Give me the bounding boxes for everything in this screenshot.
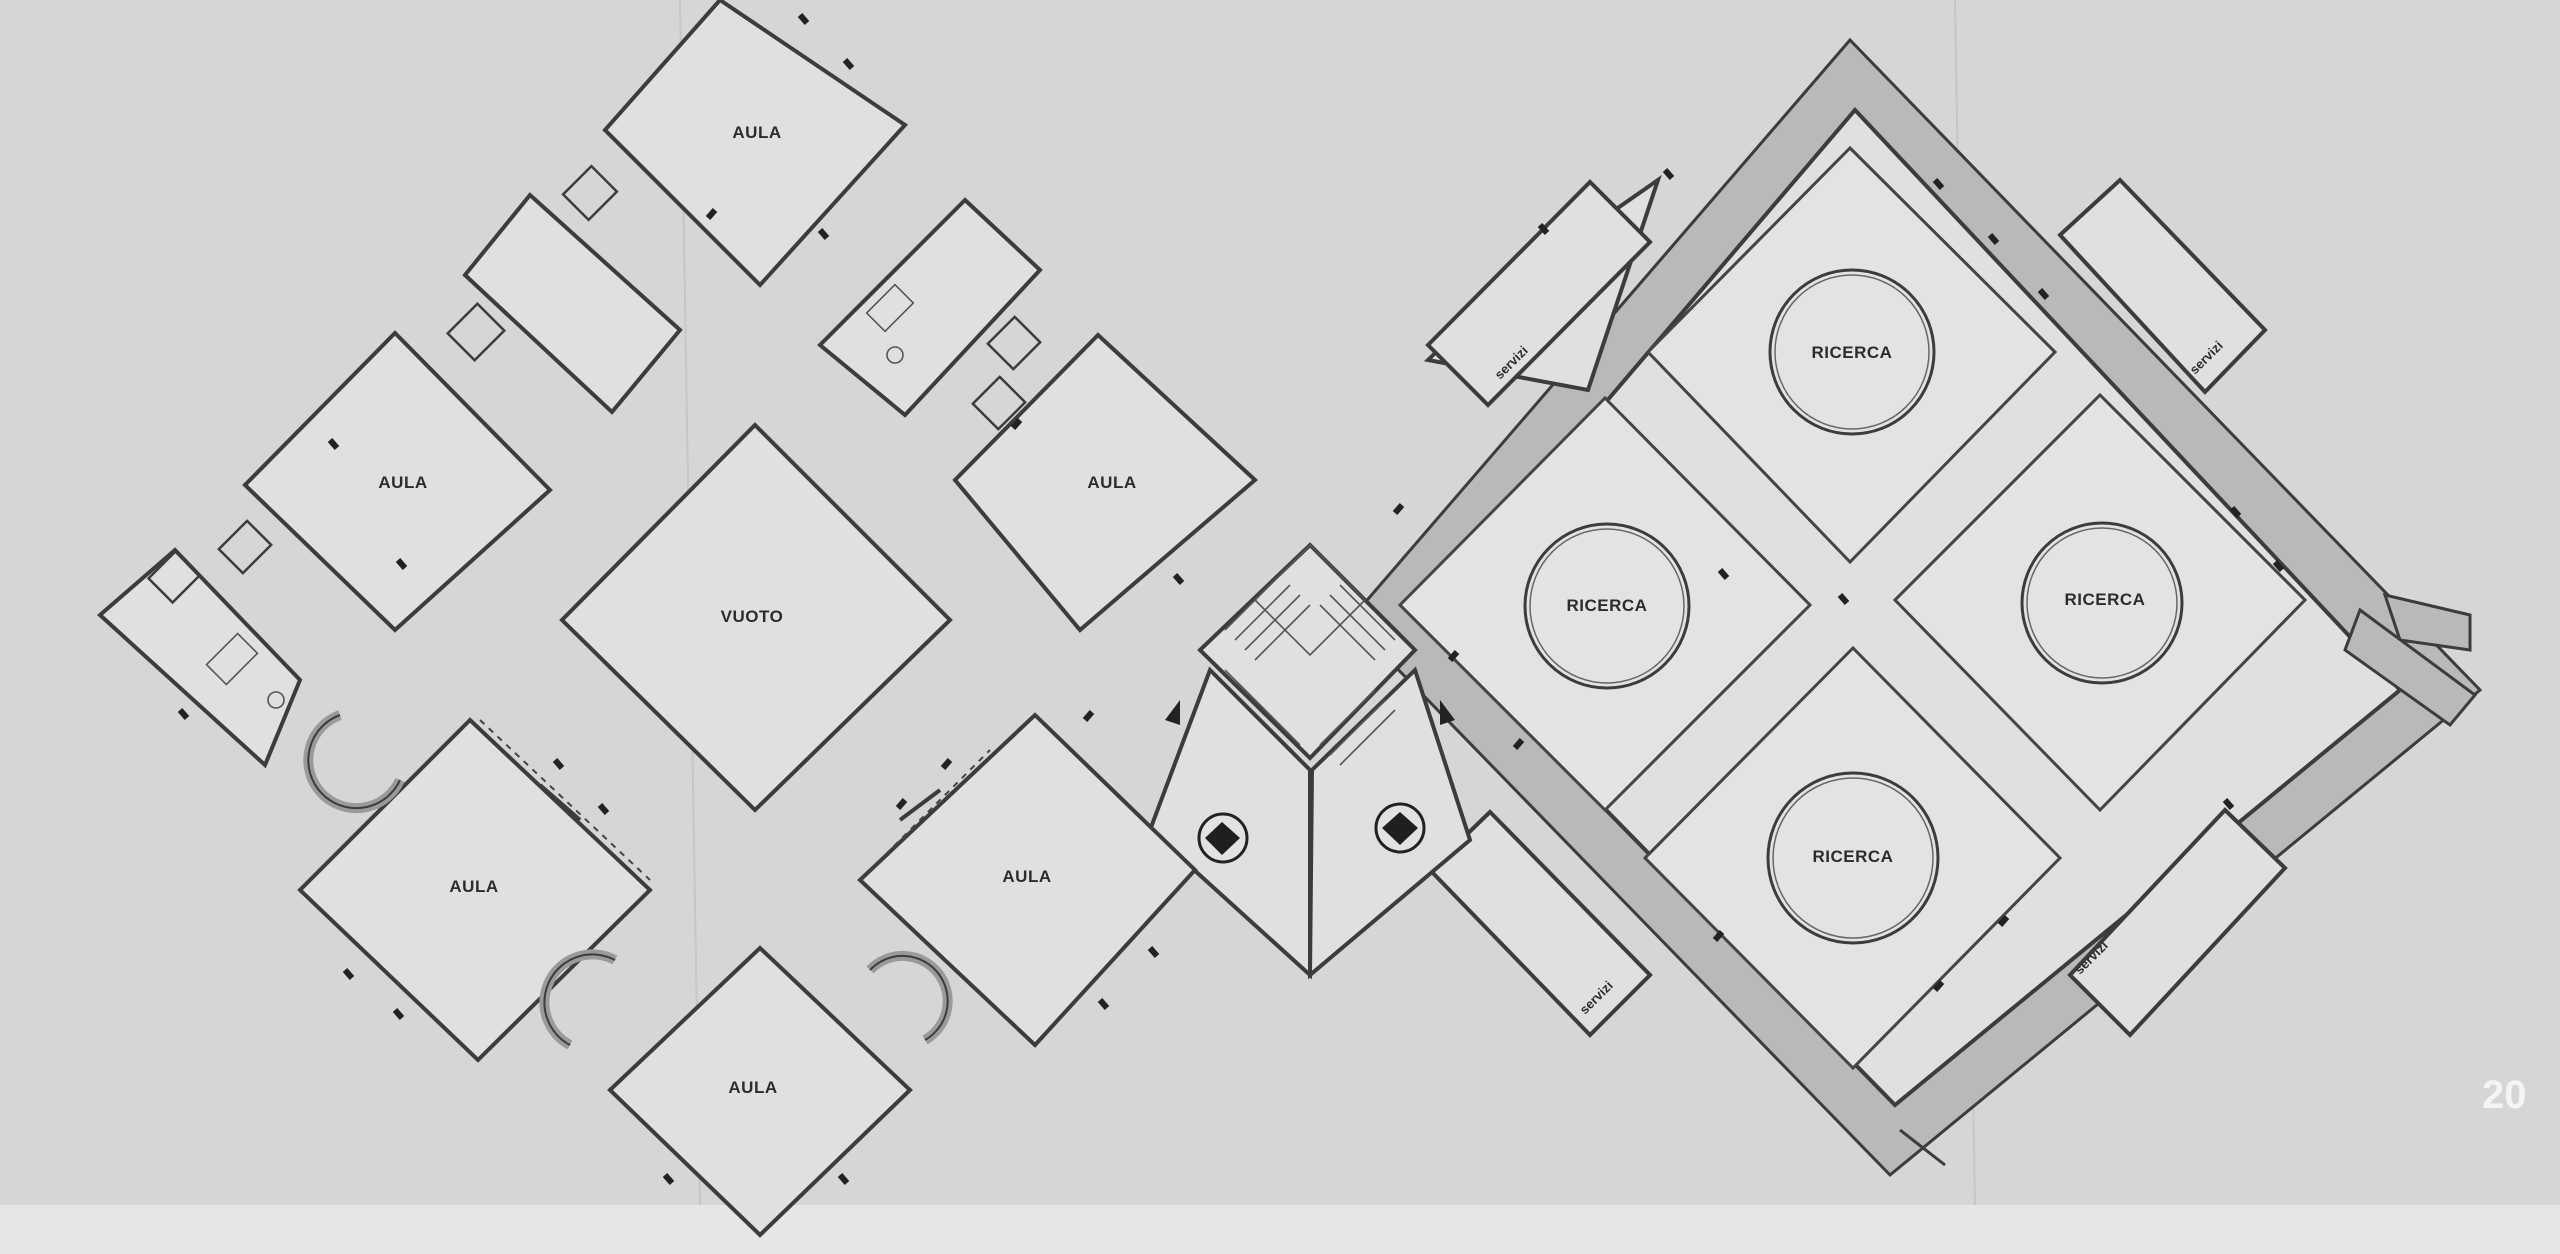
room-label-aula: AULA — [732, 123, 781, 142]
void: VUOTO — [559, 422, 953, 813]
research-room-left: RICERCA — [1397, 395, 1813, 813]
classroom-lower-left: AULA — [297, 717, 653, 1063]
research-room-bottom: RICERCA — [1642, 645, 2063, 1071]
services-top-right: servizi — [2057, 177, 2268, 395]
research-room-top: RICERCA — [1645, 145, 2058, 565]
classroom-lower-right: AULA — [857, 712, 1198, 1048]
research-room-right: RICERCA — [1892, 392, 2308, 813]
classroom-upper-right: AULA — [952, 332, 1259, 633]
room-label-aula: AULA — [378, 473, 427, 492]
toilets-upper-left — [445, 164, 683, 415]
room-label-ricerca: RICERCA — [2065, 590, 2146, 609]
room-label-aula: AULA — [1002, 867, 1051, 886]
services-top-left: servizi — [1423, 174, 1662, 408]
toilets-lower-left — [96, 519, 303, 769]
room-label-ricerca: RICERCA — [1567, 596, 1648, 615]
room-label-ricerca: RICERCA — [1813, 847, 1894, 866]
classroom-upper-left: AULA — [242, 330, 553, 633]
research-block: RICERCA RICERCA RICERCA RICERCA servizi — [1347, 37, 2483, 1178]
room-label-vuoto: VUOTO — [721, 607, 784, 626]
teaching-wing: VUOTO AULA AULA AULA AULA AULA AULA — [96, 0, 1259, 1238]
page-number: 20 — [2482, 1073, 2527, 1117]
room-label-aula: AULA — [449, 877, 498, 896]
services-bottom-left: servizi — [1427, 809, 1653, 1038]
toilets-upper-right — [817, 197, 1043, 431]
classroom-top: AULA — [602, 0, 909, 288]
spiral-stairs — [303, 710, 953, 1050]
stair-hub — [1147, 542, 1473, 980]
room-label-aula: AULA — [728, 1078, 777, 1097]
room-label-aula: AULA — [1087, 473, 1136, 492]
classroom-bottom: AULA — [607, 945, 913, 1238]
stair-treads — [1224, 543, 1396, 766]
room-label-ricerca: RICERCA — [1812, 343, 1893, 362]
entry-door-left — [1197, 812, 1249, 864]
entry-door-right — [1374, 802, 1426, 854]
